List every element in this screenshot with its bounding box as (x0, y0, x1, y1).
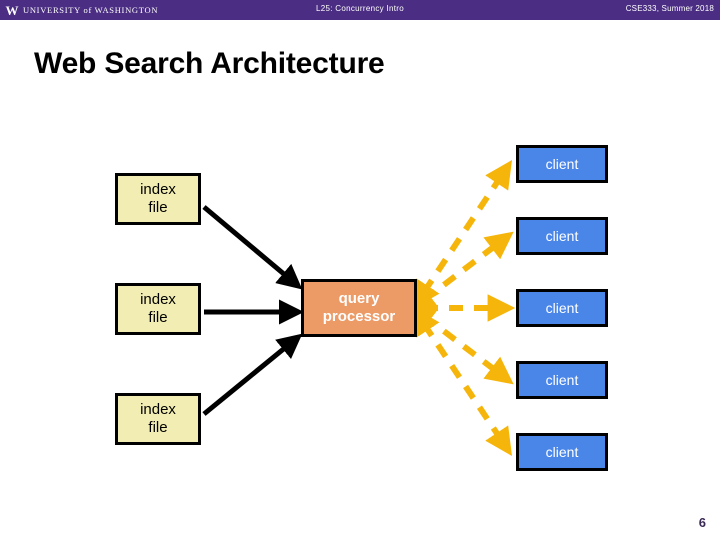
lecture-title: L25: Concurrency Intro (316, 4, 404, 13)
client-node-4[interactable]: client (516, 361, 608, 399)
uw-w-icon: W (4, 2, 19, 18)
index-to-query-connectors (202, 205, 305, 416)
client-node-1[interactable]: client (516, 145, 608, 183)
query-processor-node[interactable]: query processor (301, 279, 417, 337)
course-term-label: CSE333, Summer 2018 (625, 4, 714, 13)
index-file-label-line1: index (140, 181, 176, 199)
index-file-node-3[interactable]: index file (115, 393, 201, 445)
client-node-3[interactable]: client (516, 289, 608, 327)
query-processor-label-line1: query (338, 290, 380, 308)
connector-index1-query (202, 205, 303, 290)
index-file-label-line2: file (148, 199, 168, 216)
client-label: client (545, 155, 579, 172)
query-to-client-connectors (403, 160, 516, 456)
index-file-label-line1: index (140, 401, 176, 419)
connector-query-client1 (412, 160, 512, 309)
index-file-label-line1: index (140, 291, 176, 309)
client-label: client (545, 443, 579, 460)
connector-query-client2 (407, 231, 514, 313)
page-title: Web Search Architecture (34, 47, 385, 80)
uw-logo: W UNIVERSITY of WASHINGTON (4, 2, 158, 18)
client-label: client (545, 227, 579, 244)
client-label: client (545, 371, 579, 388)
index-file-node-2[interactable]: index file (115, 283, 201, 335)
connector-query-client5 (412, 307, 512, 456)
query-processor-label-line2: processor (322, 308, 396, 325)
client-node-2[interactable]: client (516, 217, 608, 255)
uw-wordmark-text: UNIVERSITY of WASHINGTON (23, 5, 159, 15)
client-node-5[interactable]: client (516, 433, 608, 471)
connector-index3-query (202, 333, 303, 416)
index-file-node-1[interactable]: index file (115, 173, 201, 225)
index-file-label-line2: file (148, 309, 168, 326)
client-label: client (545, 299, 579, 316)
page-number: 6 (698, 515, 706, 530)
slide-header-bar: W UNIVERSITY of WASHINGTON L25: Concurre… (0, 0, 720, 20)
index-file-label-line2: file (148, 419, 168, 436)
